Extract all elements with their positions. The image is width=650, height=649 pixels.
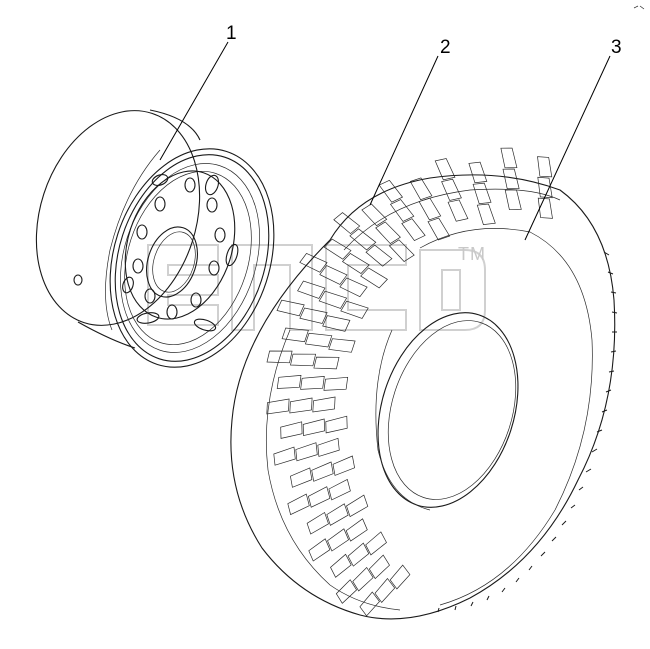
sidewall-serrations xyxy=(437,251,618,613)
tread-block xyxy=(289,397,313,414)
tread-block xyxy=(266,350,293,364)
tire xyxy=(230,147,618,620)
tread-block xyxy=(418,197,442,221)
tread-block xyxy=(434,158,456,181)
rim-front-flange xyxy=(109,148,275,368)
tread-block xyxy=(389,564,411,590)
tread-block xyxy=(307,486,331,508)
tread-block xyxy=(504,189,522,211)
tread-block xyxy=(319,265,348,285)
tread-block xyxy=(347,542,370,567)
tread-block xyxy=(311,461,334,482)
rim-disc xyxy=(124,170,236,320)
rim xyxy=(35,109,275,368)
tread-block xyxy=(502,168,520,190)
tread-block xyxy=(333,212,361,235)
tire-outer-contour xyxy=(230,174,616,620)
callout-3: 3 xyxy=(611,37,622,58)
tread-block xyxy=(266,398,290,415)
tread-block xyxy=(368,554,390,580)
tread-block xyxy=(468,161,488,184)
tread-block xyxy=(361,203,388,227)
rim-back-flange xyxy=(35,110,201,326)
tread-block xyxy=(374,577,396,603)
callout-1: 1 xyxy=(226,23,237,44)
tread-block xyxy=(323,376,349,391)
tread-block xyxy=(306,511,329,535)
tread-block xyxy=(326,503,349,526)
leader-line-3 xyxy=(524,55,611,241)
tread-pattern xyxy=(266,147,553,617)
trademark-mark: TM xyxy=(458,244,486,264)
tread-block xyxy=(500,147,518,169)
tread-block xyxy=(335,579,358,604)
tread-block xyxy=(323,238,352,260)
tread-block xyxy=(276,375,302,389)
tread-block xyxy=(304,332,333,348)
tread-block xyxy=(299,307,328,324)
tread-block xyxy=(349,228,377,251)
rim-bolt-holes xyxy=(132,177,226,320)
tread-block xyxy=(312,396,336,413)
watermark-logo xyxy=(147,244,486,331)
tread-block xyxy=(290,467,313,488)
tread-block xyxy=(302,418,325,437)
tread-block xyxy=(360,267,388,289)
tread-block xyxy=(313,356,340,370)
tire-sidewall xyxy=(419,228,593,606)
tread-block xyxy=(281,327,309,343)
tread-block xyxy=(318,290,348,309)
tread-block xyxy=(388,239,415,262)
tread-block xyxy=(280,421,303,439)
rim-center-bore xyxy=(146,226,198,298)
tread-block xyxy=(365,531,387,556)
tread-block xyxy=(276,299,305,317)
tread-block xyxy=(341,253,370,274)
tread-block xyxy=(328,338,356,353)
tread-block xyxy=(476,203,496,225)
corner-mark xyxy=(633,5,645,10)
tread-block xyxy=(441,178,462,201)
valve-stem xyxy=(73,274,83,286)
rim-vent-slots xyxy=(122,174,239,332)
leader-line-2 xyxy=(369,55,439,206)
tread-block xyxy=(359,591,380,617)
tread-block xyxy=(299,252,328,273)
tread-block xyxy=(297,280,326,299)
leader-line-1 xyxy=(159,41,229,161)
tread-block xyxy=(325,415,348,434)
tread-block xyxy=(317,437,340,457)
tread-block xyxy=(328,478,351,501)
tread-block xyxy=(287,493,310,516)
tread-block xyxy=(322,315,351,332)
tread-block xyxy=(447,199,469,222)
tread-block xyxy=(273,446,296,466)
tread-block xyxy=(352,566,374,592)
tread-block xyxy=(290,353,317,367)
tread-block xyxy=(378,179,404,203)
tread-block xyxy=(340,300,369,319)
tread-block xyxy=(537,156,553,178)
tread-block xyxy=(327,528,350,552)
tread-block xyxy=(346,494,369,518)
tread-block xyxy=(472,182,492,205)
tread-block xyxy=(389,199,415,222)
tread-block xyxy=(345,518,368,542)
tread-block xyxy=(375,221,401,245)
tread-block xyxy=(295,442,318,462)
tread-block xyxy=(537,197,553,219)
tread-block xyxy=(330,553,352,578)
tread-block xyxy=(409,177,433,201)
tread-block xyxy=(308,538,331,562)
tread-block xyxy=(401,218,426,242)
tread-block xyxy=(300,376,325,390)
tread-block xyxy=(339,277,368,298)
tread-block xyxy=(332,455,355,476)
tread-block xyxy=(427,217,451,241)
callout-2: 2 xyxy=(440,37,451,58)
tread-block xyxy=(365,244,393,267)
